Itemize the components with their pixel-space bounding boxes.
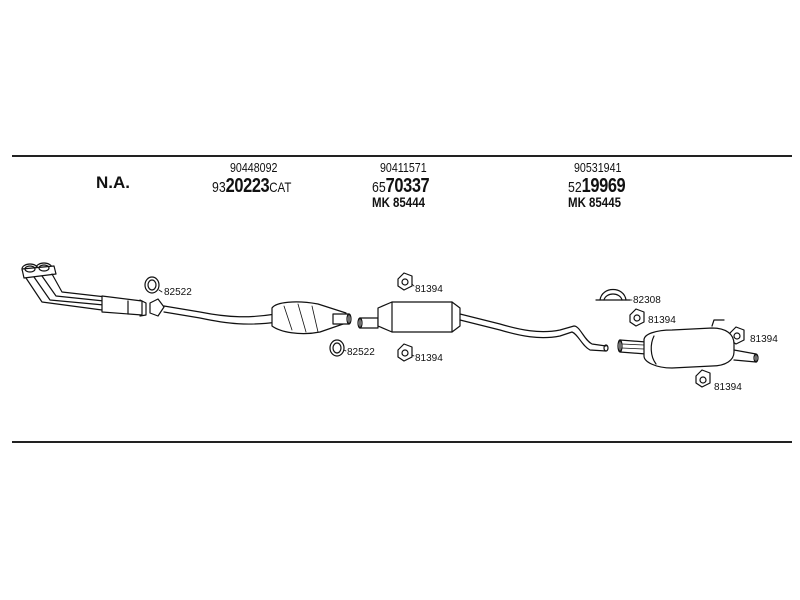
callout-81394-rear-c: 81394 (714, 382, 742, 393)
part-number-prefix: 65 (372, 179, 386, 196)
callout-82522-lower: 82522 (347, 347, 375, 358)
part-number-middle-silencer: 6570337 (372, 175, 430, 198)
na-label: N.A. (96, 173, 130, 192)
oem-number-rear-silencer: 90531941 (574, 160, 622, 175)
gasket-82522-upper (144, 276, 160, 294)
part-number-suffix: CAT (269, 179, 292, 195)
callout-81394-rear-a: 81394 (648, 315, 676, 326)
callout-leader-lines (158, 283, 633, 357)
mount-kit-rear-silencer: MK 85445 (568, 194, 621, 210)
part-number-main: 19969 (581, 175, 626, 197)
oem-number-middle-silencer: 90411571 (380, 160, 427, 175)
callout-81394-mid-upper: 81394 (415, 284, 443, 295)
mount-kit-middle-silencer: MK 85444 (372, 194, 425, 210)
front-pipe-manifold (21, 262, 147, 317)
callout-82308: 82308 (633, 295, 661, 306)
rubber-hanger-81394-lower (397, 343, 413, 362)
rubber-hanger-81394-upper (397, 272, 413, 291)
part-number-catalyst: 9320223CAT (212, 175, 291, 198)
middle-silencer (357, 301, 609, 352)
rubber-hanger-81394-rear-c (695, 369, 711, 388)
part-number-prefix: 93 (212, 179, 226, 196)
rubber-hanger-81394-rear-a (629, 308, 645, 327)
part-number-main: 20223 (225, 175, 270, 197)
bottom-divider-line (12, 441, 792, 443)
part-number-prefix: 52 (568, 179, 582, 196)
pipe-clamp-82308 (595, 288, 631, 301)
oem-number-catalyst: 90448092 (230, 160, 278, 175)
callout-81394-mid-lower: 81394 (415, 353, 443, 364)
rear-silencer (617, 319, 759, 369)
part-number-main: 70337 (385, 175, 430, 197)
part-number-rear-silencer: 5219969 (568, 175, 626, 198)
callout-81394-rear-b: 81394 (750, 334, 778, 345)
callout-82522-upper: 82522 (164, 287, 192, 298)
catalytic-converter (149, 298, 352, 335)
top-divider-line (12, 155, 792, 157)
gasket-82522-lower (329, 339, 345, 357)
